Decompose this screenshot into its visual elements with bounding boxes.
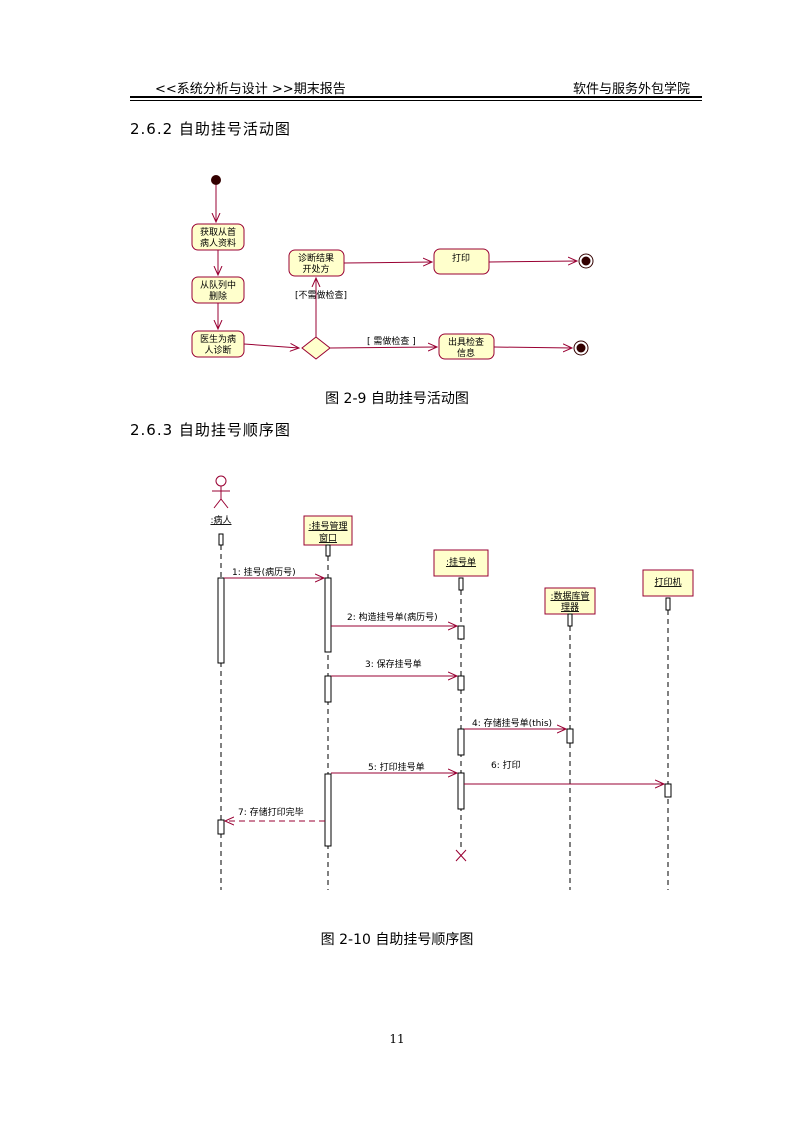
guard-no-exam: [不需做检查] — [295, 289, 347, 301]
section-sequence-title: 2.6.3 自助挂号顺序图 — [130, 421, 291, 439]
message-6-label: 6: 打印 — [491, 759, 521, 771]
actor-patient-icon — [212, 475, 230, 509]
figure-2-9-caption: 图 2-9 自助挂号活动图 — [325, 391, 469, 407]
ticket-destroy-mark — [455, 849, 467, 862]
activity-exam-info-line2: 信息 — [457, 347, 475, 359]
lifeline-ticket-box — [433, 549, 489, 577]
activity-remove-queue-line1: 从队列中 — [200, 279, 236, 291]
lifeline-window-label-line1: :挂号管理 — [308, 520, 347, 532]
activation-printer — [664, 783, 672, 798]
lifeline-window-label-line2: 窗口 — [319, 532, 337, 544]
activity-exam-info — [438, 333, 495, 360]
activity-diagnosis-result-line1: 诊断结果 — [298, 252, 334, 264]
message-2-label: 2: 构造挂号单(病历号) — [347, 611, 438, 623]
header-left-title: <<系统分析与设计 >>期末报告 — [155, 82, 346, 97]
activation-window-2 — [324, 675, 332, 703]
flow-exam-to-end — [493, 347, 572, 348]
lifeline-ticket-label: :挂号单 — [446, 556, 476, 568]
message-1-label: 1: 挂号(病历号) — [232, 566, 296, 578]
activation-ticket-3 — [457, 728, 465, 756]
patient-head-stub — [218, 533, 224, 546]
activation-ticket-1 — [457, 625, 465, 640]
activation-patient-1 — [217, 577, 225, 664]
flow-decision-to-exam — [329, 347, 437, 348]
message-4-label: 4: 存储挂号单(this) — [472, 717, 552, 729]
initial-node — [211, 175, 221, 185]
header-right-title: 软件与服务外包学院 — [572, 82, 690, 97]
activation-db — [566, 728, 574, 744]
flow-result-to-print — [343, 262, 432, 263]
activity-doctor-diagnosis-line1: 医生为病 — [200, 333, 236, 345]
activation-window-3 — [324, 773, 332, 847]
header-rule — [130, 96, 702, 98]
lifeline-printer-label: 打印机 — [654, 576, 681, 588]
guard-need-exam: [ 需做检查 ] — [367, 335, 416, 347]
window-head-stub — [325, 544, 331, 557]
lifeline-printer-box — [642, 569, 694, 597]
final-node-exam-core — [576, 343, 586, 353]
sequence-diagram: :病人 :挂号管理 窗口 :挂号单 :数据库管 理器 打印机 — [210, 475, 694, 890]
activity-get-info-line1: 获取从首 — [200, 226, 236, 238]
activity-diagnosis-result-line2: 开处方 — [302, 263, 329, 275]
activation-window-1 — [324, 577, 332, 653]
message-3-label: 3: 保存挂号单 — [365, 658, 422, 670]
lifeline-patient-label: :病人 — [210, 514, 231, 526]
section-activity-title: 2.6.2 自助挂号活动图 — [130, 120, 291, 138]
activity-exam-info-line1: 出具检查 — [448, 336, 484, 348]
lifeline-db-box — [544, 587, 596, 615]
message-5-label: 5: 打印挂号单 — [368, 761, 425, 773]
flow-print-to-end — [488, 261, 577, 262]
final-node-print-core — [581, 256, 591, 266]
activity-print-label: 打印 — [452, 252, 470, 264]
page-number: 11 — [389, 1032, 405, 1046]
lifeline-db-label-line1: :数据库管 — [550, 590, 589, 602]
lifeline-db-label-line2: 理器 — [561, 602, 579, 613]
flow-diag-to-decision — [243, 344, 299, 348]
figure-2-10-caption: 图 2-10 自助挂号顺序图 — [320, 932, 474, 948]
message-7-label: 7: 存储打印完毕 — [238, 806, 304, 818]
decision-node — [301, 336, 331, 360]
activation-ticket-2 — [457, 675, 465, 691]
activity-remove-queue-line2: 删除 — [209, 290, 227, 302]
activation-ticket-4 — [457, 772, 465, 810]
db-head-stub — [567, 613, 573, 627]
activation-patient-2 — [217, 819, 225, 835]
activity-diagram: 获取从首 病人资料 从队列中 删除 医生为病 人诊断 [不需做检查] 诊断结果 … — [191, 175, 594, 360]
header-rule-thin — [130, 100, 702, 101]
ticket-head-stub — [458, 577, 464, 591]
activity-get-info-line2: 病人资料 — [200, 237, 236, 249]
activity-doctor-diagnosis-line2: 人诊断 — [204, 344, 231, 356]
printer-head-stub — [665, 597, 671, 611]
